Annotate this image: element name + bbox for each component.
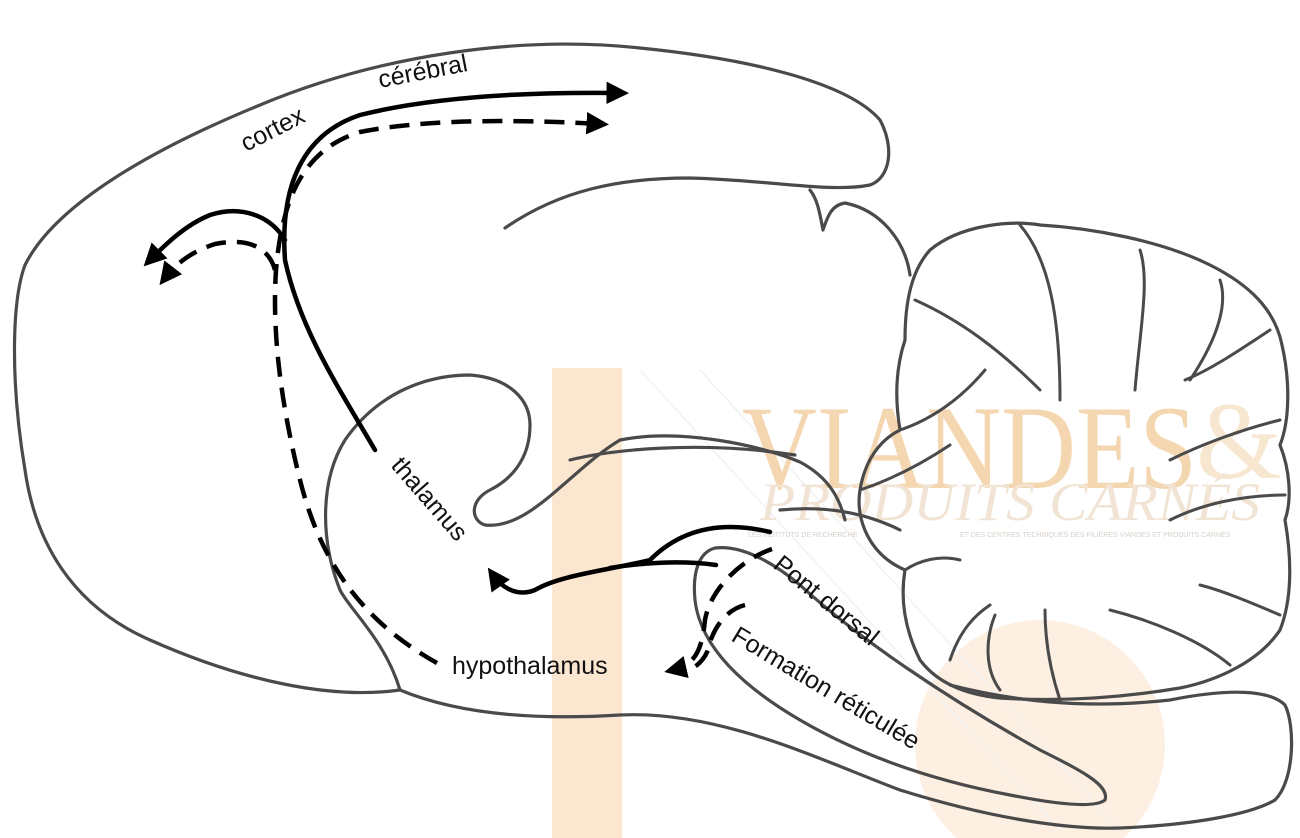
watermark-bar <box>552 368 622 838</box>
cerebellum-fold <box>1020 225 1060 400</box>
hypothalamus-bulge <box>340 590 400 690</box>
cerebellum-fold <box>905 558 960 570</box>
cerebellum-fold <box>1135 250 1144 390</box>
cerebrum-notch <box>810 190 910 275</box>
watermark-tagline-right: ET DES CENTRES TECHNIQUES DES FILIÈRES V… <box>960 530 1231 539</box>
watermark-tagline-left: LES INSTITUTS DE RECHERCHE <box>748 532 858 539</box>
solid-path-cortex-front <box>150 211 285 260</box>
cerebellum-fold <box>1200 585 1280 615</box>
dashed-path-cortex-front <box>165 242 275 278</box>
dashed-pathways <box>165 121 772 672</box>
label-thalamus: thalamus <box>385 452 473 547</box>
watermark: VIANDES & PRODUITS CARNÉS LES INSTITUTS … <box>552 368 1282 838</box>
cerebrum-contour <box>14 44 888 692</box>
solid-path-pons-to-thalamus <box>493 527 770 592</box>
label-hypothalamus: hypothalamus <box>452 652 608 680</box>
label-pont-dorsal: Pont dorsal <box>768 550 884 651</box>
cerebellum-fold <box>1185 330 1270 380</box>
watermark-subtitle: PRODUITS CARNÉS <box>759 472 1260 532</box>
